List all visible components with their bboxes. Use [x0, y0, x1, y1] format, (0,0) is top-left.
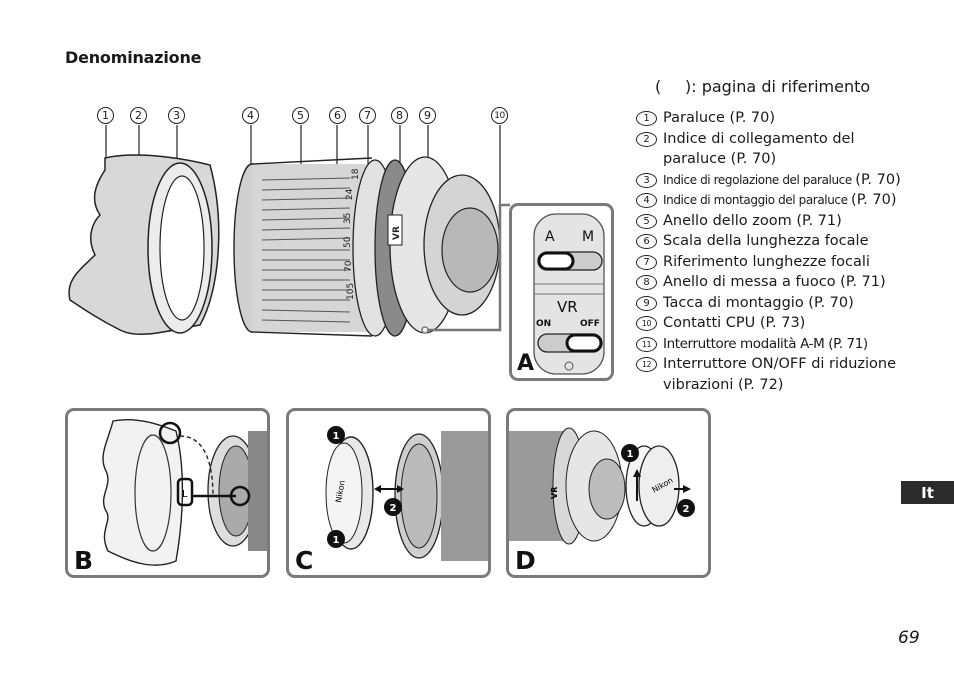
- callout-5: 5: [292, 107, 309, 124]
- focal-mark-35: 35: [343, 213, 353, 224]
- callout-10: 10: [491, 107, 508, 124]
- hood-attach-illustration: L: [102, 418, 267, 566]
- front-cap-illustration: Nikon 1 2 1: [325, 426, 488, 561]
- legend-text: Indice di regolazione del paraluce (P. 7…: [663, 170, 906, 191]
- callout-3: 3: [168, 107, 185, 124]
- callout-2: 2: [130, 107, 147, 124]
- legend-number: 1: [636, 111, 657, 126]
- legend-text: Anello dello zoom (P. 71): [663, 212, 842, 229]
- focal-mark-24: 24: [345, 188, 355, 200]
- legend-item: 11 Interruttore modalità A-M (P. 71): [636, 334, 906, 355]
- switch-am-label-a: A: [545, 229, 555, 245]
- legend-number: 5: [636, 213, 657, 229]
- legend-number: 2: [636, 131, 657, 147]
- switch-am-label-m: M: [582, 229, 594, 245]
- legend-text: Anello di messa a fuoco (P. 71): [663, 274, 886, 290]
- parts-legend: 1 Paraluce (P. 70) 2 Indice di collegament…: [636, 108, 906, 395]
- legend-text: Tacca di montaggio (P. 70): [663, 294, 854, 311]
- callout-1: 1: [97, 107, 114, 124]
- reference-note-paren: (: [655, 77, 662, 96]
- legend-page-ref: (P. 70): [855, 171, 901, 188]
- legend-text: Scala della lunghezza focale: [663, 233, 869, 249]
- legend-item: 4 Indice di montaggio del paraluce (P. 70…: [636, 190, 906, 211]
- panel-a-switches: A M VR ON OFF A: [509, 203, 614, 381]
- legend-page-ref: (P. 70): [851, 192, 897, 208]
- legend-number: 8: [636, 275, 657, 290]
- legend-number: 6: [636, 234, 657, 249]
- reference-note: ( ): pagina di riferimento: [655, 77, 870, 96]
- callout-7: 7: [359, 107, 376, 124]
- legend-text-main: Indice di montaggio del paraluce: [663, 193, 848, 207]
- callout-4: 4: [242, 107, 259, 124]
- focal-mark-70: 70: [344, 260, 354, 272]
- step-1: 1: [627, 449, 634, 460]
- step-1-bottom: 1: [333, 535, 340, 546]
- legend-text-main: Indice di regolazione del paraluce: [663, 172, 852, 187]
- legend-number: 7: [636, 254, 657, 270]
- legend-text: Contatti CPU (P. 73): [663, 315, 806, 331]
- rear-vr-label: VR: [550, 487, 559, 499]
- legend-item: 12 Interruttore ON/OFF di riduzione vibra…: [636, 354, 906, 395]
- vr-label: VR: [392, 226, 402, 240]
- legend-item: 6 Scala della lunghezza focale: [636, 231, 906, 252]
- legend-number: 4: [636, 193, 657, 208]
- switch-illustration: A M VR ON OFF: [533, 213, 605, 375]
- section-heading: Denominazione: [65, 48, 202, 67]
- switch-vr-label-off: OFF: [580, 319, 600, 329]
- legend-number: 10: [636, 316, 657, 331]
- callout-6: 6: [329, 107, 346, 124]
- rear-cap-illustration: VR Nikon 1 2: [509, 427, 695, 545]
- legend-text: Indice di montaggio del paraluce (P. 70): [663, 190, 906, 211]
- panel-letter-d: D: [515, 546, 536, 575]
- legend-item: 5 Anello dello zoom (P. 71): [636, 211, 906, 232]
- lens-barrel: [233, 156, 501, 337]
- legend-text: Riferimento lunghezze focali: [663, 253, 870, 270]
- legend-number: 9: [636, 295, 657, 311]
- panel-b-hood-attach: L B: [65, 408, 270, 578]
- legend-text: Interruttore ON/OFF di riduzione vibrazi…: [663, 356, 897, 393]
- panel-c-front-cap: Nikon 1 2 1 C: [286, 408, 491, 578]
- switch-vr-label-on: ON: [536, 319, 551, 329]
- legend-item: 8 Anello di messa a fuoco (P. 71): [636, 272, 906, 293]
- focal-mark-105: 105: [346, 283, 356, 300]
- legend-number: 11: [636, 336, 657, 352]
- panel-letter-a: A: [517, 351, 535, 376]
- legend-item: 2 Indice di collegamento del paraluce (P.…: [636, 129, 906, 170]
- lens-illustration: 18 24 35 50 70 105 VR: [68, 125, 510, 337]
- panel-letter-b: B: [74, 546, 94, 575]
- legend-item: 9 Tacca di montaggio (P. 70): [636, 293, 906, 314]
- legend-item: 1 Paraluce (P. 70): [636, 108, 906, 129]
- vr-panel-label: VR: [557, 298, 578, 316]
- callout-8: 8: [391, 107, 408, 124]
- focal-mark-50: 50: [343, 236, 353, 248]
- step-2: 2: [390, 503, 397, 514]
- callout-9: 9: [419, 107, 436, 124]
- reference-note-text: ): pagina di riferimento: [685, 77, 871, 96]
- panel-letter-c: C: [295, 546, 314, 575]
- step-1-top: 1: [333, 431, 340, 442]
- legend-text: Paraluce (P. 70): [663, 110, 776, 126]
- legend-item: 7 Riferimento lunghezze focali: [636, 252, 906, 273]
- language-tab: It: [901, 481, 954, 504]
- legend-text: Indice di collegamento del paraluce (P. …: [663, 130, 855, 168]
- legend-number: 3: [636, 172, 657, 188]
- front-cap-brand: Nikon: [334, 480, 347, 504]
- panel-d-rear-cap: VR Nikon 1 2 D: [506, 408, 711, 578]
- legend-number: 12: [636, 357, 657, 372]
- focal-mark-18: 18: [351, 168, 361, 180]
- legend-text: Interruttore modalità A-M (P. 71): [663, 335, 868, 352]
- page-number: 69: [898, 628, 920, 648]
- step-2: 2: [683, 504, 690, 515]
- hood-marker-label: L: [182, 489, 188, 500]
- legend-item: 3 Indice di regolazione del paraluce (P. …: [636, 170, 906, 191]
- legend-item: 10 Contatti CPU (P. 73): [636, 313, 906, 334]
